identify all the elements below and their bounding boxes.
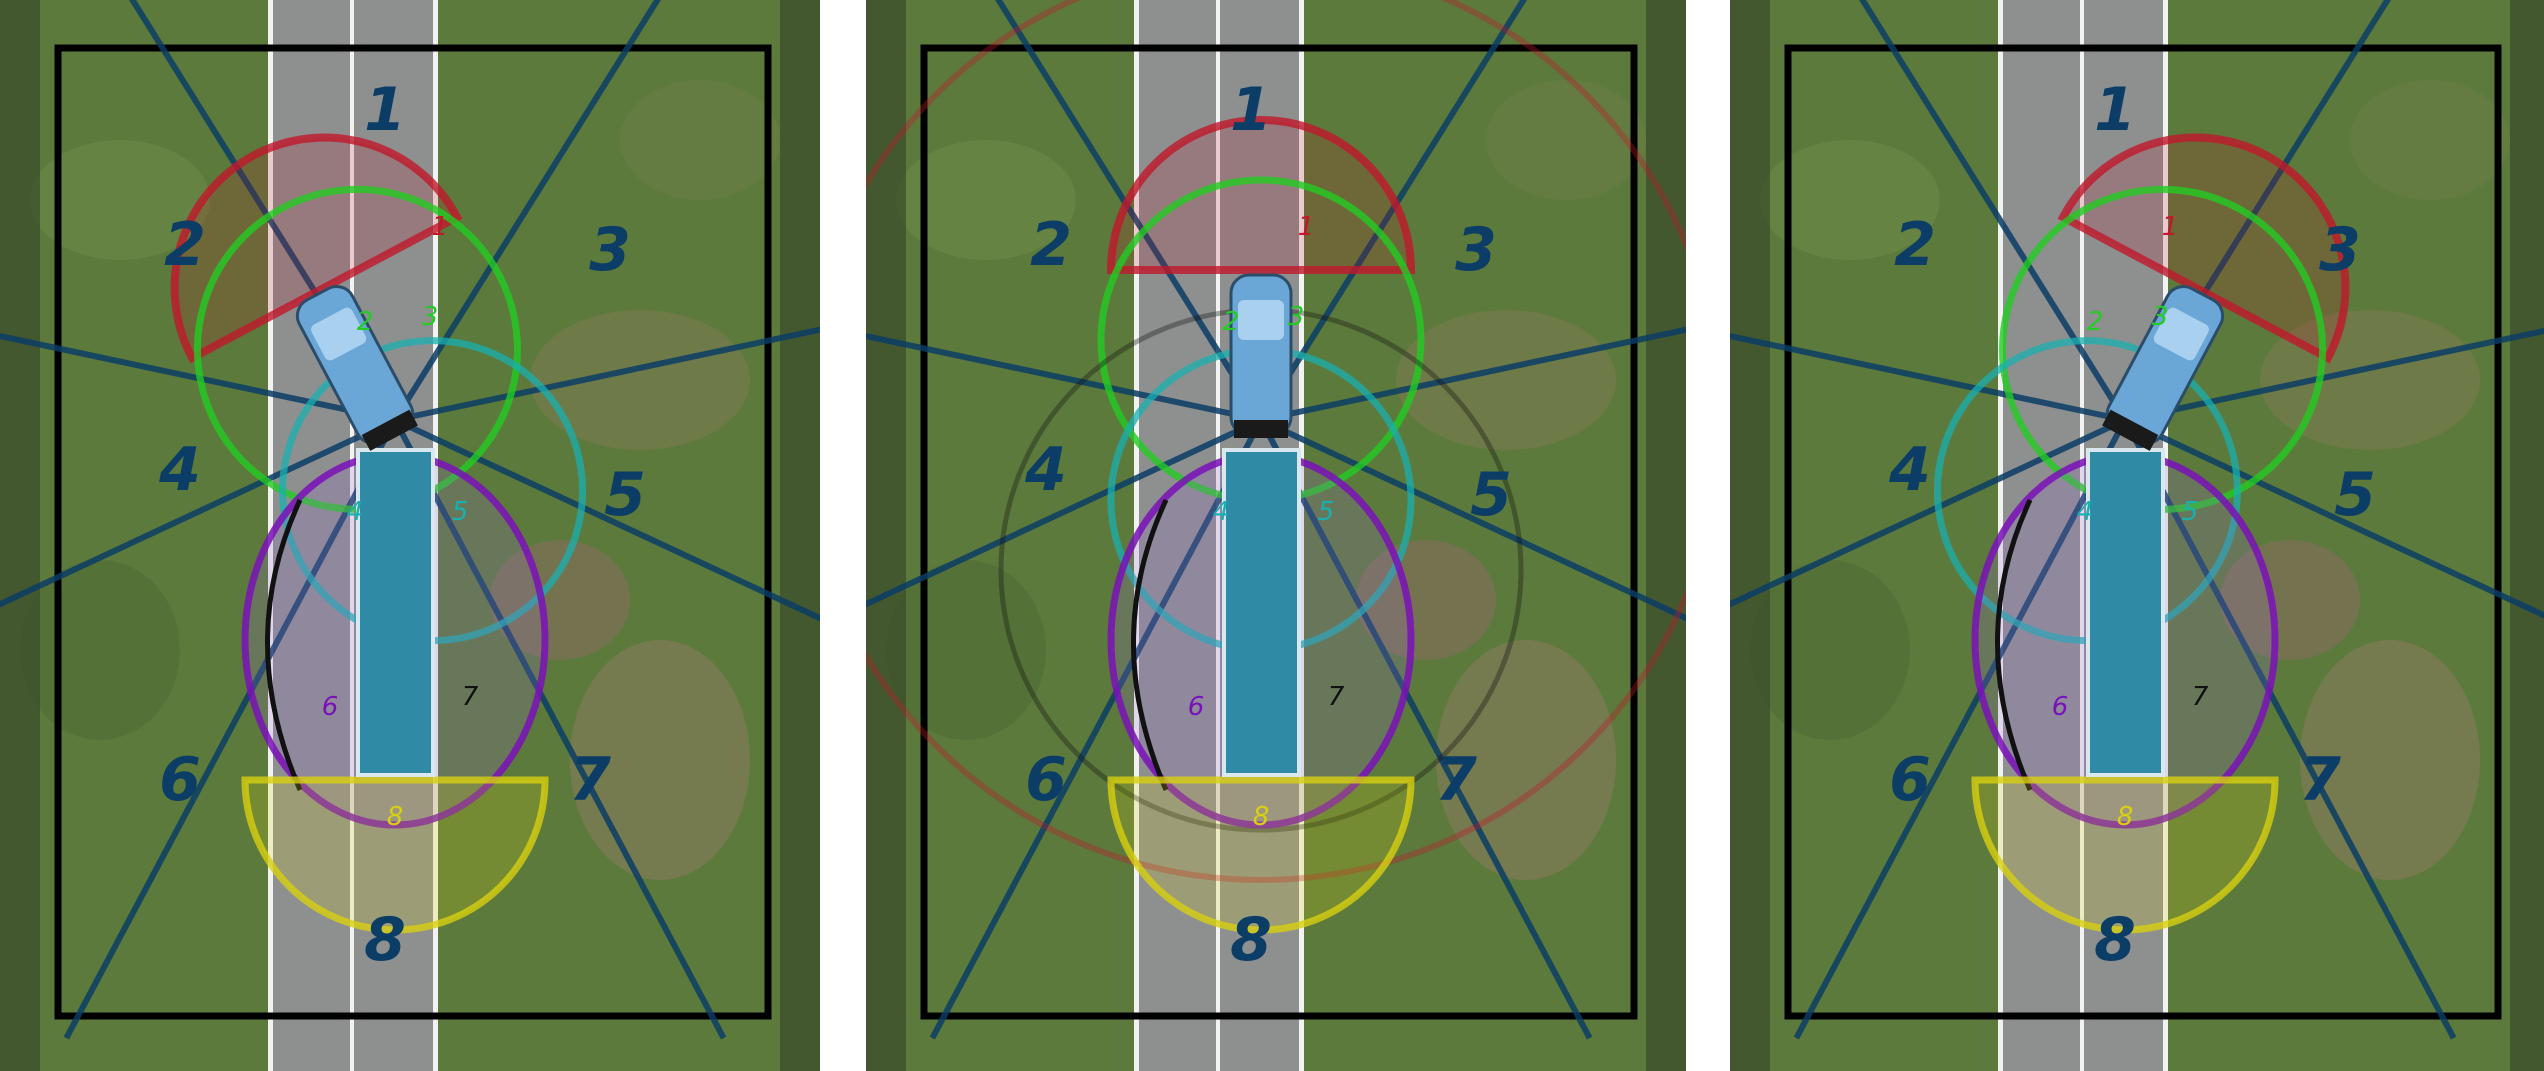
sector-number-3: 3 (2319, 215, 2361, 285)
sensor-label-8: 8 (1253, 802, 1270, 832)
sensor-label-2: 2 (357, 307, 374, 337)
terrain-patch (1750, 560, 1910, 740)
panel-middle: 1 2 3 4 5 6 7 8 1 2 3 4 5 6 7 8 (866, 0, 1686, 1071)
sensor-label-7: 7 (1328, 682, 1345, 712)
sector-number-2: 2 (1030, 210, 1072, 280)
right-edge-strip (780, 0, 820, 1071)
sector-number-1: 1 (1230, 75, 1272, 145)
sector-number-2: 2 (1894, 210, 1936, 280)
truck-cab (1231, 275, 1291, 438)
sector-number-1: 1 (364, 75, 406, 145)
sector-number-6: 6 (1025, 745, 1067, 815)
left-edge-strip (0, 0, 40, 1071)
sensor-label-2: 2 (1223, 307, 1240, 337)
truck-hitch (1234, 420, 1288, 438)
left-edge-strip (1730, 0, 1770, 1071)
sector-number-5: 5 (2334, 460, 2376, 530)
sensor-label-8: 8 (387, 802, 404, 832)
sensor-label-5: 5 (452, 497, 469, 527)
terrain-patch (1396, 310, 1616, 450)
sensor-label-6: 6 (1188, 692, 1205, 722)
sector-number-1: 1 (2094, 75, 2136, 145)
left-edge-strip (866, 0, 906, 1071)
sensor-label-7: 7 (462, 682, 479, 712)
sector-number-4: 4 (1024, 435, 1067, 505)
trailer (358, 450, 433, 775)
truck-cab-body (1231, 275, 1291, 435)
sector-number-7: 7 (569, 745, 611, 815)
sector-number-6: 6 (1889, 745, 1931, 815)
sensor-label-3: 3 (422, 302, 439, 332)
terrain-patch (1486, 80, 1646, 200)
terrain-patch (530, 310, 750, 450)
terrain-patch (620, 80, 780, 200)
truck-windshield (1238, 300, 1284, 340)
sensor-label-1: 1 (1298, 212, 1315, 242)
sector-number-2: 2 (164, 210, 206, 280)
sector-number-4: 4 (1888, 435, 1931, 505)
sector-number-6: 6 (159, 745, 201, 815)
sensor-label-6: 6 (2052, 692, 2069, 722)
sensor-label-3: 3 (1288, 302, 1305, 332)
sector-number-8: 8 (2094, 905, 2136, 975)
panel-right: 1 2 3 4 5 6 7 8 1 2 3 4 5 6 7 8 (1730, 0, 2544, 1071)
panel-left: 1 2 3 4 5 6 7 8 1 2 3 4 5 6 7 8 (0, 0, 820, 1071)
sector-number-3: 3 (1455, 215, 1497, 285)
sector-number-7: 7 (2299, 745, 2341, 815)
sector-number-4: 4 (158, 435, 201, 505)
sector-number-8: 8 (364, 905, 406, 975)
trailer (2088, 450, 2163, 775)
terrain-patch (2350, 80, 2510, 200)
sensor-label-1: 1 (432, 212, 449, 242)
trailer (1224, 450, 1299, 775)
right-edge-strip (2510, 0, 2544, 1071)
sensor-label-7: 7 (2192, 682, 2209, 712)
sensor-label-1: 1 (2162, 212, 2179, 242)
sector-number-3: 3 (589, 215, 631, 285)
sector-number-8: 8 (1230, 905, 1272, 975)
sensor-label-3: 3 (2152, 302, 2169, 332)
sensor-label-6: 6 (322, 692, 339, 722)
sector-number-5: 5 (1470, 460, 1512, 530)
sensor-label-8: 8 (2117, 802, 2134, 832)
right-edge-strip (1646, 0, 1686, 1071)
sensor-label-5: 5 (2182, 497, 2199, 527)
sensor-label-4: 4 (347, 497, 364, 527)
terrain-patch (20, 560, 180, 740)
sensor-label-4: 4 (2077, 497, 2094, 527)
sensor-label-5: 5 (1318, 497, 1335, 527)
sector-number-7: 7 (1435, 745, 1477, 815)
sector-number-5: 5 (604, 460, 646, 530)
sensor-label-4: 4 (1213, 497, 1230, 527)
sensor-label-2: 2 (2087, 307, 2104, 337)
